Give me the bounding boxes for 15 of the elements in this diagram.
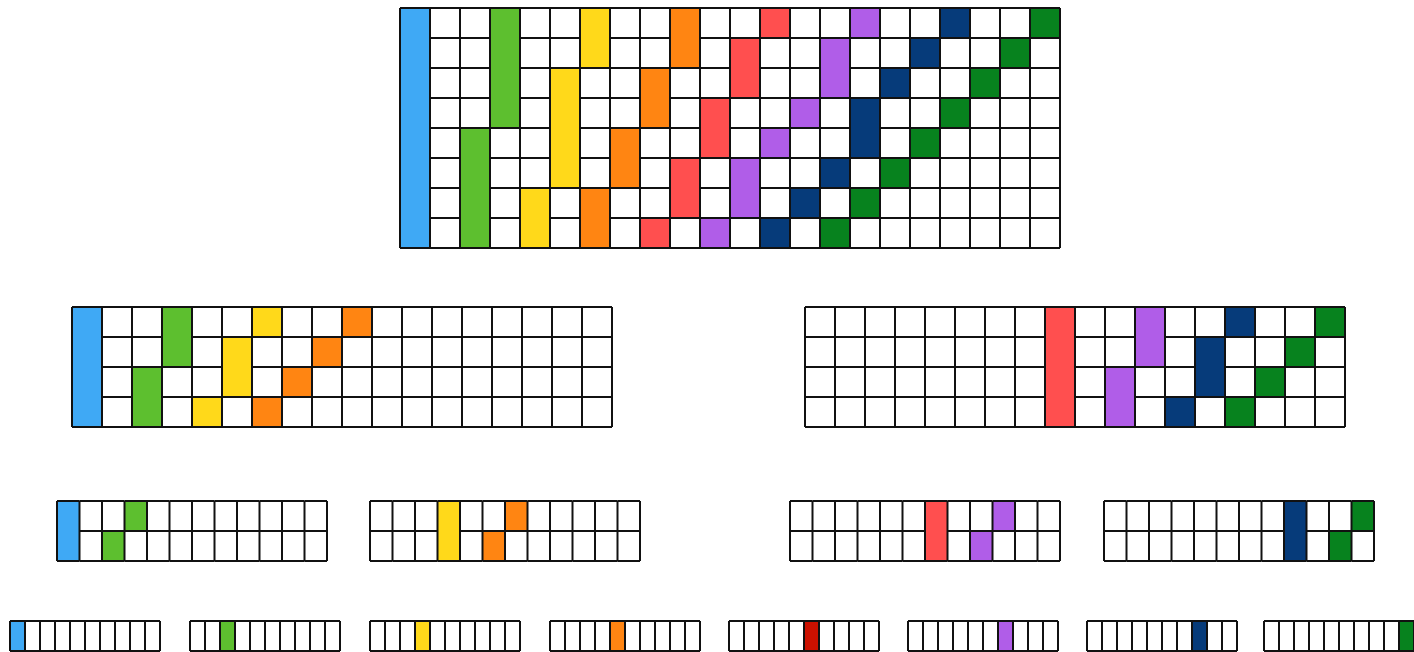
cell-grid (9, 620, 161, 652)
cell-grid (728, 620, 880, 652)
cell-grid (369, 500, 641, 562)
cell-grid (369, 620, 521, 652)
cell-grid (1263, 620, 1414, 652)
cell-grid (789, 500, 1061, 562)
cell-grid (56, 500, 328, 562)
cell-grid (1086, 620, 1238, 652)
cell-grid (71, 306, 613, 428)
cell-grid (189, 620, 341, 652)
cell-grid (1103, 500, 1375, 562)
cell-grid (399, 7, 1061, 249)
cell-grid (907, 620, 1059, 652)
cell-grid (549, 620, 701, 652)
cell-grid (804, 306, 1346, 428)
